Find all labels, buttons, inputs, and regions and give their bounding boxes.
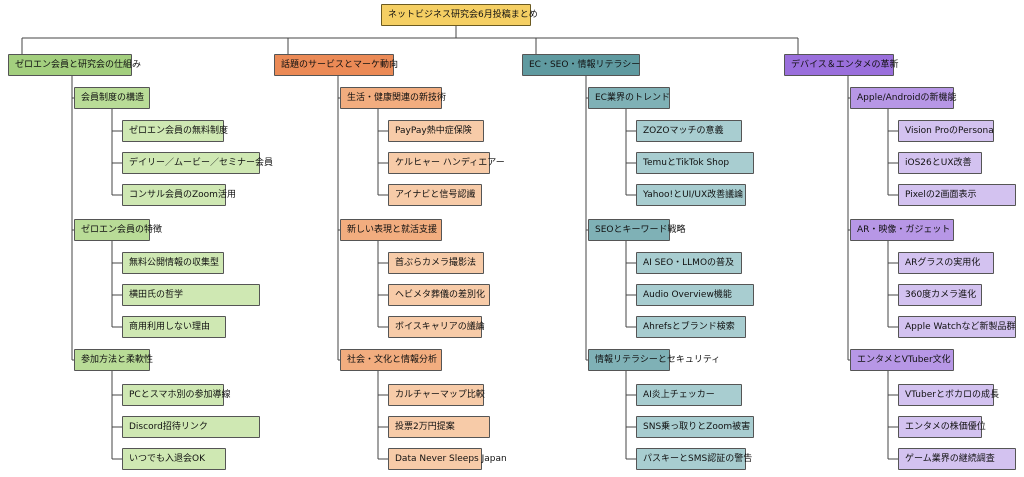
sub-node: 参加方法と柔軟性 xyxy=(74,349,153,371)
leaf-node: Discord招待リンク xyxy=(122,416,260,438)
leaf-node: Pixelの2画面表示 xyxy=(898,184,1016,206)
leaf-node: 360度カメラ進化 xyxy=(898,284,982,306)
sub-node: 情報リテラシーとセキュリティ xyxy=(588,349,720,371)
leaf-node: ケルヒャー ハンディエアー xyxy=(388,152,505,174)
leaf-node: ゲーム業界の継続調査 xyxy=(898,448,1016,470)
leaf-node: ZOZOマッチの意義 xyxy=(636,120,742,142)
leaf-node: SNS乗っ取りとZoom被害 xyxy=(636,416,754,438)
branch-node: EC・SEO・情報リテラシー xyxy=(522,54,640,76)
leaf-node: ヘビメタ葬儀の差別化 xyxy=(388,284,490,306)
leaf-node: ボイスキャリアの議論 xyxy=(388,316,485,338)
leaf-node: パスキーとSMS認証の警告 xyxy=(636,448,752,470)
branch-node: 話題のサービスとマーケ動向 xyxy=(274,54,398,76)
leaf-node: VTuberとボカロの成長 xyxy=(898,384,999,406)
branch-node: デバイス＆エンタメの革新 xyxy=(784,54,898,76)
leaf-node: ゼロエン会員の無料制度 xyxy=(122,120,228,142)
sub-node: 生活・健康関連の新技術 xyxy=(340,87,446,109)
sub-node: EC業界のトレンド xyxy=(588,87,670,109)
leaf-node: 無料公開情報の収集型 xyxy=(122,252,224,274)
leaf-node: TemuとTikTok Shop xyxy=(636,152,754,174)
leaf-node: ARグラスの実用化 xyxy=(898,252,994,274)
leaf-node: 首ぶらカメラ撮影法 xyxy=(388,252,484,274)
leaf-node: エンタメの株価優位 xyxy=(898,416,986,438)
leaf-node: デイリー／ムービー／セミナー会員 xyxy=(122,152,273,174)
leaf-node: 商用利用しない理由 xyxy=(122,316,226,338)
branch-node: ゼロエン会員と研究会の仕組み xyxy=(8,54,141,76)
leaf-node: コンサル会員のZoom活用 xyxy=(122,184,236,206)
leaf-node: PayPay熱中症保険 xyxy=(388,120,484,142)
leaf-node: 横田氏の哲学 xyxy=(122,284,260,306)
sub-node: AR・映像・ガジェット xyxy=(850,219,954,241)
sub-node: ゼロエン会員の特徴 xyxy=(74,219,162,241)
sub-node: SEOとキーワード戦略 xyxy=(588,219,685,241)
leaf-node: Vision ProのPersona xyxy=(898,120,994,142)
root-node: ネットビジネス研究会6月投稿まとめ xyxy=(381,4,538,26)
leaf-node: AI炎上チェッカー xyxy=(636,384,742,406)
leaf-node: Yahoo!とUI/UX改善議論 xyxy=(636,184,746,206)
sub-node: 会員制度の構造 xyxy=(74,87,150,109)
leaf-node: iOS26とUX改善 xyxy=(898,152,982,174)
leaf-node: カルチャーマップ比較 xyxy=(388,384,485,406)
leaf-node: Audio Overview機能 xyxy=(636,284,754,306)
sub-node: Apple/Androidの新機能 xyxy=(850,87,956,109)
leaf-node: PCとスマホ別の参加導線 xyxy=(122,384,230,406)
leaf-node: Ahrefsとブランド検索 xyxy=(636,316,746,338)
leaf-node: AI SEO・LLMOの普及 xyxy=(636,252,742,274)
sub-node: エンタメとVTuber文化 xyxy=(850,349,954,371)
leaf-node: いつでも入退会OK xyxy=(122,448,226,470)
leaf-node: Data Never Sleeps Japan xyxy=(388,448,507,470)
leaf-node: Apple Watchなど新製品群 xyxy=(898,316,1016,338)
sub-node: 社会・文化と情報分析 xyxy=(340,349,442,371)
leaf-node: アイナビと信号認識 xyxy=(388,184,482,206)
leaf-node: 投票2万円提案 xyxy=(388,416,490,438)
sub-node: 新しい表現と就活支援 xyxy=(340,219,442,241)
